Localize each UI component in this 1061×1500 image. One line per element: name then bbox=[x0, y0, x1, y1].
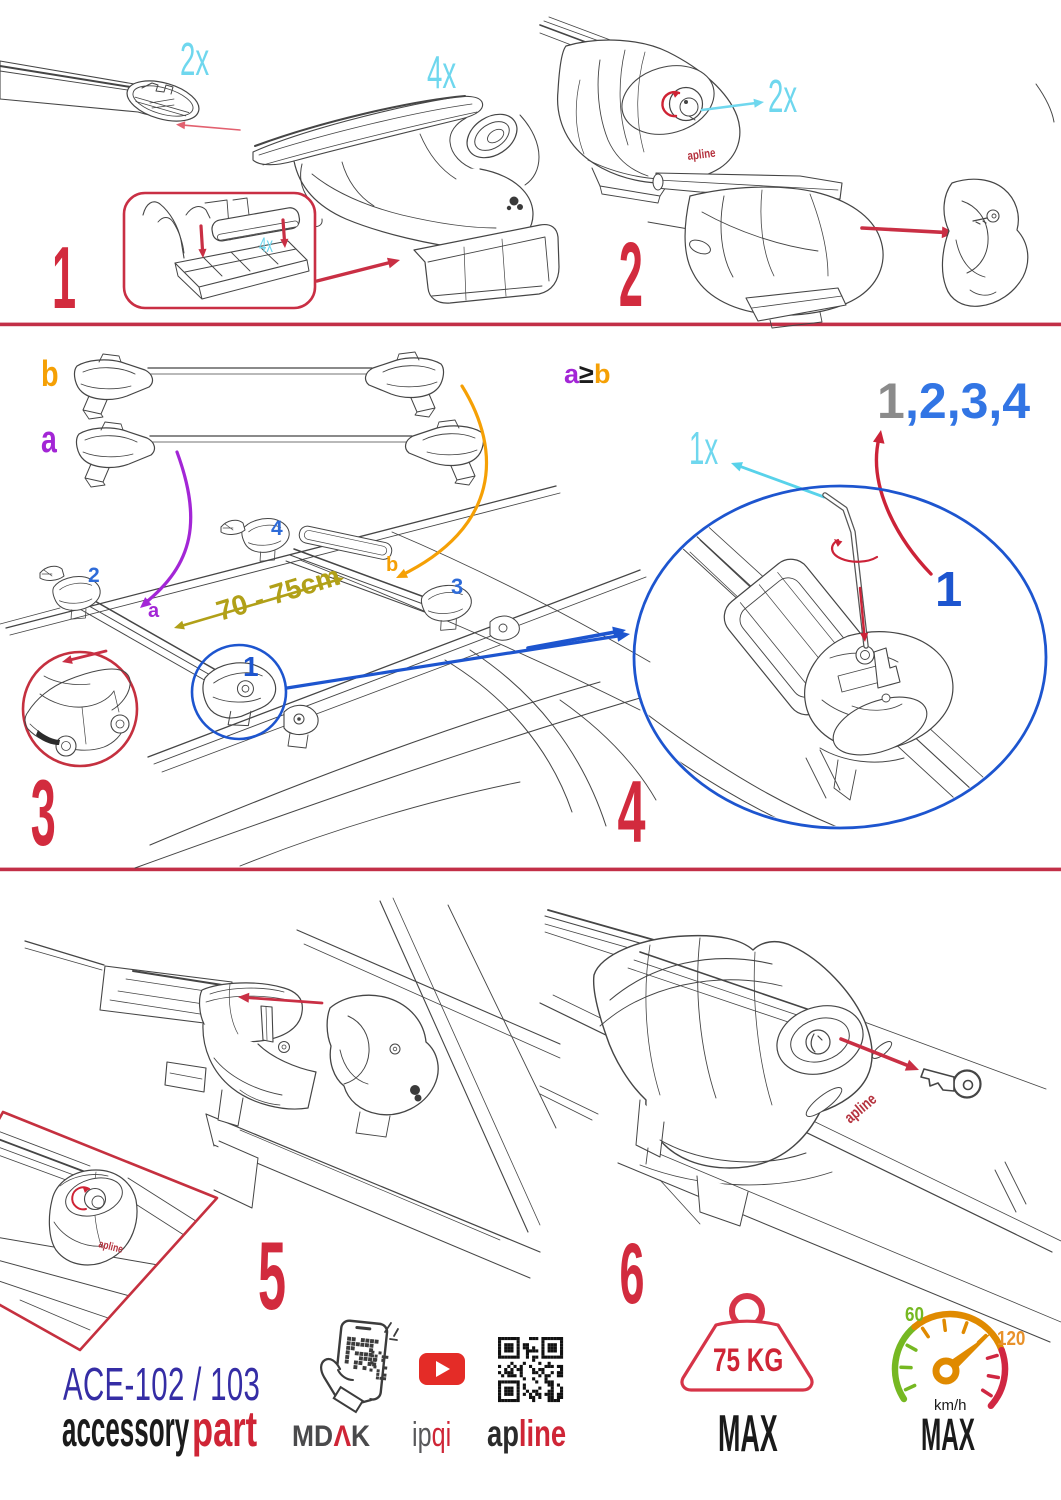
svg-text:3: 3 bbox=[31, 761, 56, 866]
svg-text:accessory: accessory bbox=[62, 1402, 189, 1457]
svg-text:Λ: Λ bbox=[334, 1418, 352, 1452]
svg-text:ACE-102 / 103: ACE-102 / 103 bbox=[63, 1360, 260, 1411]
svg-text:4: 4 bbox=[617, 763, 645, 861]
svg-text:ap: ap bbox=[487, 1413, 519, 1454]
svg-text:apline: apline bbox=[687, 147, 717, 164]
svg-text:part: part bbox=[192, 1402, 257, 1458]
svg-text:apline: apline bbox=[97, 1238, 124, 1256]
svg-text:b: b bbox=[594, 359, 611, 389]
svg-text:1: 1 bbox=[935, 563, 962, 617]
svg-text:75 KG: 75 KG bbox=[713, 1343, 783, 1379]
svg-text:1: 1 bbox=[243, 651, 259, 682]
svg-text:MAX: MAX bbox=[718, 1405, 778, 1463]
svg-text:a: a bbox=[148, 600, 160, 622]
svg-text:,2,3,4: ,2,3,4 bbox=[905, 373, 1030, 429]
svg-text:MAX: MAX bbox=[921, 1409, 975, 1460]
svg-text:b: b bbox=[41, 353, 59, 394]
svg-text:6: 6 bbox=[620, 1225, 645, 1322]
svg-text:km/h: km/h bbox=[934, 1397, 967, 1414]
svg-text:≥: ≥ bbox=[579, 359, 594, 389]
svg-text:1: 1 bbox=[877, 373, 905, 429]
svg-text:qi: qi bbox=[432, 1416, 452, 1454]
svg-text:4: 4 bbox=[271, 517, 283, 540]
svg-text:2x: 2x bbox=[180, 35, 209, 86]
svg-text:a: a bbox=[564, 359, 580, 389]
svg-text:5: 5 bbox=[258, 1223, 286, 1331]
svg-text:b: b bbox=[386, 554, 398, 576]
svg-text:3: 3 bbox=[451, 574, 463, 599]
svg-text:2: 2 bbox=[88, 564, 100, 587]
svg-text:2: 2 bbox=[619, 224, 643, 326]
svg-text:4x: 4x bbox=[259, 233, 273, 257]
svg-text:4x: 4x bbox=[427, 48, 456, 99]
svg-text:60: 60 bbox=[905, 1303, 924, 1326]
svg-text:1x: 1x bbox=[689, 424, 718, 475]
svg-text:1: 1 bbox=[52, 228, 76, 327]
svg-text:2x: 2x bbox=[768, 72, 797, 123]
svg-text:MD: MD bbox=[292, 1418, 333, 1452]
svg-text:ip: ip bbox=[412, 1416, 432, 1454]
svg-text:K: K bbox=[351, 1418, 371, 1452]
svg-text:line: line bbox=[519, 1413, 566, 1454]
svg-text:a: a bbox=[41, 419, 57, 461]
svg-text:120: 120 bbox=[997, 1327, 1025, 1350]
